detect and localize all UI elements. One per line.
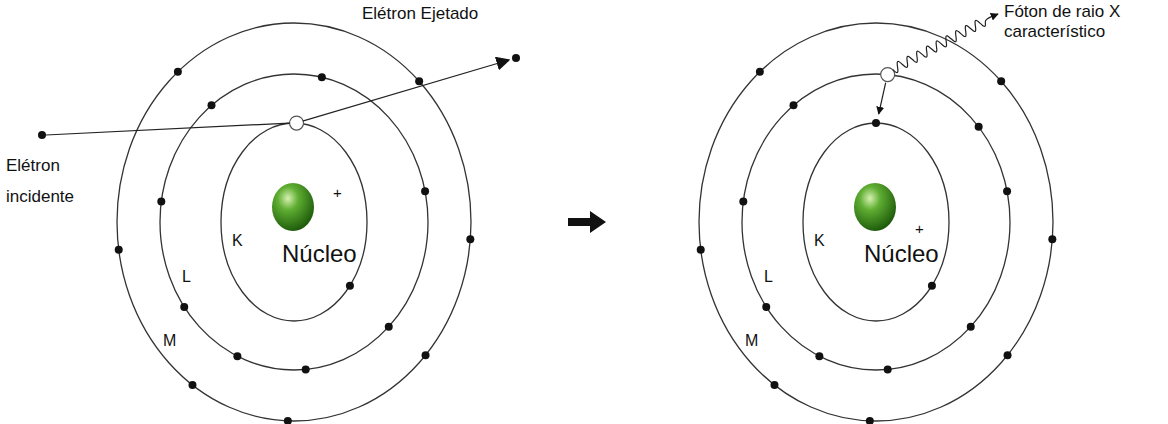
- electron-dot: [466, 235, 474, 243]
- electron-dot: [1048, 235, 1056, 243]
- electron-shell: [803, 123, 949, 321]
- electron-dot: [188, 381, 196, 389]
- electron-vacancy: [290, 116, 304, 130]
- transition-arrow-small: [879, 83, 886, 114]
- electron-dot: [157, 197, 165, 205]
- incident-electron: [38, 131, 46, 139]
- nucleus-label: Núcleo: [864, 240, 939, 268]
- electron-dot: [284, 417, 292, 424]
- nucleus-sphere: [854, 183, 896, 231]
- photon-wave: [893, 14, 998, 73]
- atom: [115, 23, 475, 424]
- transition-arrow: [568, 211, 606, 233]
- electron-dot: [233, 352, 241, 360]
- electron-dot: [415, 77, 423, 85]
- charge-sign: +: [915, 220, 924, 237]
- electron-dot: [815, 352, 823, 360]
- shell-label: L: [764, 268, 773, 286]
- electron-dot: [967, 323, 975, 331]
- electron-dot: [385, 323, 393, 331]
- shell-label: K: [232, 232, 243, 250]
- electron-vacancy: [881, 68, 895, 82]
- shell-label: M: [163, 332, 176, 350]
- electron-dot: [739, 197, 747, 205]
- electron-dot: [422, 351, 430, 359]
- electron-dot: [208, 101, 216, 109]
- electron-shell: [117, 23, 471, 421]
- electron-shell: [699, 23, 1053, 421]
- electron-dot: [115, 246, 123, 254]
- electron-dot: [697, 246, 705, 254]
- electron-dot: [884, 365, 892, 373]
- electron-dot: [174, 68, 182, 76]
- electron-dot: [762, 303, 770, 311]
- tracks: [38, 14, 998, 139]
- electron-dot: [756, 68, 764, 76]
- electron-shell: [221, 123, 367, 321]
- callout-text: Fóton de raio X característico: [1004, 2, 1149, 41]
- shell-label: K: [814, 232, 825, 250]
- charge-sign: +: [333, 184, 342, 201]
- electron-dot: [928, 282, 936, 290]
- callout-text: Elétron Ejetado: [362, 4, 532, 24]
- nucleus-sphere: [272, 183, 314, 231]
- electron-dot: [421, 187, 429, 195]
- ejected-electron: [512, 54, 520, 62]
- atom: [697, 23, 1057, 424]
- electron-dot: [1003, 187, 1011, 195]
- electron-dot: [318, 73, 326, 81]
- electron-shell: [742, 74, 1010, 370]
- electron-dot: [975, 123, 983, 131]
- ejected-track: [303, 60, 509, 121]
- electron-shell: [160, 74, 428, 370]
- incident-track: [46, 123, 290, 135]
- shell-label: L: [182, 268, 191, 286]
- electron-dot: [866, 417, 874, 424]
- electron-dot: [302, 365, 310, 373]
- nucleus-label: Núcleo: [282, 240, 357, 268]
- electron-dot: [180, 303, 188, 311]
- electron-dot: [790, 101, 798, 109]
- atoms: [115, 23, 1057, 424]
- shell-label: M: [745, 332, 758, 350]
- electron-dot: [1004, 351, 1012, 359]
- electron-dot: [770, 381, 778, 389]
- electron-dot: [997, 77, 1005, 85]
- electron-dot: [872, 119, 880, 127]
- electron-dot: [346, 282, 354, 290]
- callout-text: Elétron incidente: [6, 150, 96, 213]
